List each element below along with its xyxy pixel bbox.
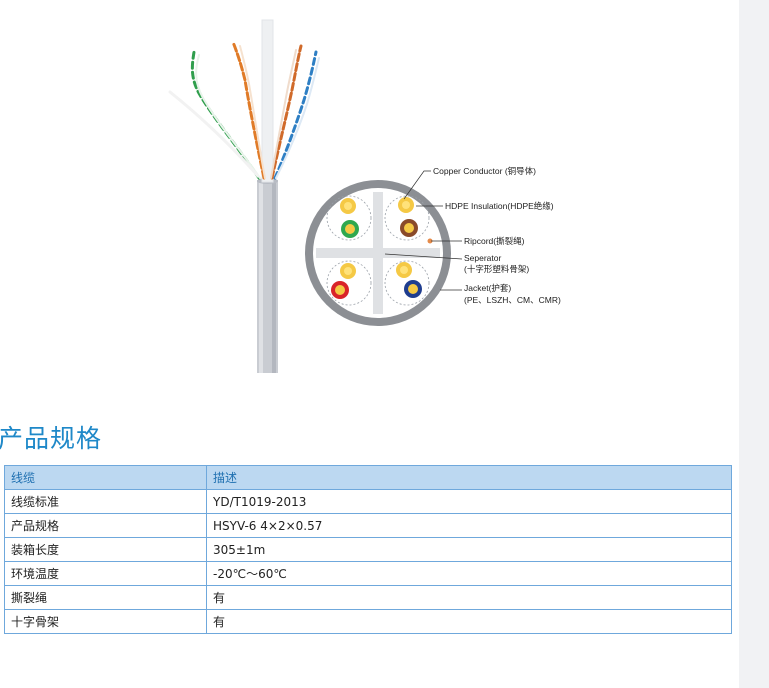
table-cell-value: 有 [206, 609, 732, 634]
cross-section-diagram [305, 180, 451, 326]
table-header-cell: 线缆 [4, 465, 207, 490]
table-row: 装箱长度 305±1m [4, 537, 732, 562]
table-row: 线缆标准 YD/T1019-2013 [4, 489, 732, 514]
label-jacket: Jacket(护套) [464, 283, 511, 293]
document-page: Copper Conductor (铜导体) HDPE Insulation(H… [0, 0, 739, 688]
table-cell-value: 305±1m [206, 537, 732, 562]
spec-table: 线缆 描述 线缆标准 YD/T1019-2013 产品规格 HSYV-6 4×2… [4, 465, 732, 634]
label-separator-cn: (十字形塑料骨架) [464, 264, 529, 274]
table-cell-value: -20℃～60℃ [206, 561, 732, 586]
ripcord-dot [427, 238, 433, 244]
table-cell-value: HSYV-6 4×2×0.57 [206, 513, 732, 538]
table-cell-label: 环境温度 [4, 561, 207, 586]
pair-red [326, 260, 372, 306]
label-separator: Seperator [464, 253, 501, 263]
separator-spine [261, 19, 274, 183]
twisted-pairs-image [168, 40, 320, 180]
table-row: 产品规格 HSYV-6 4×2×0.57 [4, 513, 732, 538]
label-jacket-materials: (PE、LSZH、CM、CMR) [464, 295, 561, 305]
table-row: 十字骨架 有 [4, 609, 732, 634]
cable-illustration: Copper Conductor (铜导体) HDPE Insulation(H… [168, 19, 561, 373]
table-cell-value: YD/T1019-2013 [206, 489, 732, 514]
table-row: 撕裂绳 有 [4, 585, 732, 610]
table-cell-label: 十字骨架 [4, 609, 207, 634]
table-row: 环境温度 -20℃～60℃ [4, 561, 732, 586]
pair-brown [384, 195, 430, 241]
table-cell-value: 有 [206, 585, 732, 610]
leader-lines [384, 170, 463, 291]
table-cell-label: 线缆标准 [4, 489, 207, 514]
label-copper-conductor: Copper Conductor (铜导体) [433, 166, 536, 176]
table-cell-label: 装箱长度 [4, 537, 207, 562]
section-title: 产品规格 [0, 424, 103, 453]
label-hdpe-insulation: HDPE Insulation(HDPE绝缘) [445, 201, 554, 211]
pair-blue [384, 260, 430, 306]
label-ripcord: Ripcord(撕裂绳) [464, 236, 525, 246]
table-header-cell: 描述 [206, 465, 732, 490]
pair-green [326, 195, 372, 241]
table-cell-label: 撕裂绳 [4, 585, 207, 610]
table-cell-label: 产品规格 [4, 513, 207, 538]
cable-jacket-image [257, 178, 278, 373]
table-header-row: 线缆 描述 [4, 465, 732, 490]
